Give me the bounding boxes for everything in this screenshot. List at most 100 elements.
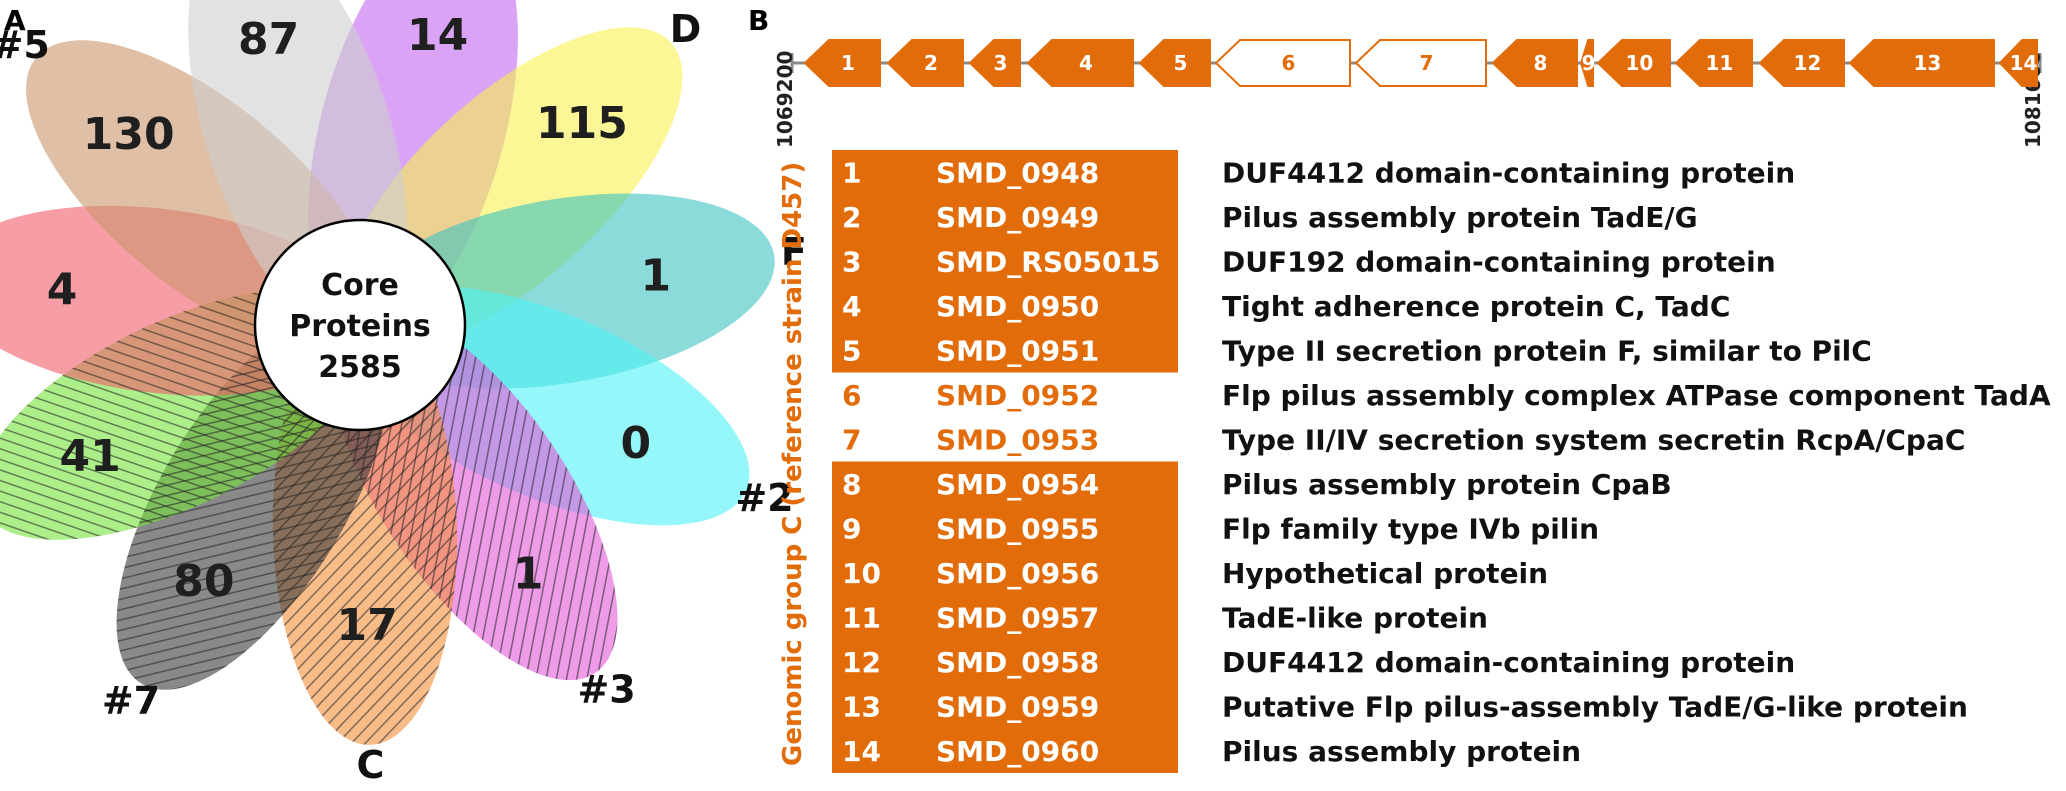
row-number: 7 [842,423,861,456]
table-row: 5 SMD_0951 Type II secretion protein F, si… [842,334,1872,367]
petal-value-C: 17 [337,600,398,651]
row-number: 8 [842,468,861,501]
row-number: 1 [842,156,861,189]
gene-arrow-label-11: 11 [1705,51,1733,75]
petal-label-D: D [670,7,702,51]
row-locus-id: SMD_0959 [936,690,1099,723]
row-locus-id: SMD_0957 [936,601,1099,634]
row-description: Pilus assembly protein [1222,735,1581,768]
row-locus-id: SMD_0950 [936,290,1099,323]
core-circle [253,218,467,432]
table-row: 10 SMD_0956 Hypothetical protein [842,557,1548,590]
row-description: Flp family type IVb pilin [1222,512,1599,545]
petal-label-#7: #7 [102,679,160,723]
row-description: TadE-like protein [1222,601,1488,634]
petal-value-#7: 80 [173,556,234,607]
row-description: Pilus assembly protein CpaB [1222,468,1672,501]
gene-arrow-label-12: 12 [1793,51,1821,75]
table-row: 11 SMD_0957 TadE-like protein [842,601,1488,634]
row-locus-id: SMD_0958 [936,646,1099,679]
gene-arrow-2 [886,39,964,87]
row-description: DUF192 domain-containing protein [1222,245,1776,278]
gene-arrow-10 [1596,39,1671,87]
table-row: 6 SMD_0952 Flp pilus assembly complex ATPa… [842,379,2051,412]
row-number: 14 [842,735,881,768]
row-number: 13 [842,690,881,723]
petal-value-#5: 130 [83,109,175,160]
row-locus-id: SMD_0952 [936,379,1099,412]
petal-value-F: 1 [641,250,672,301]
gene-arrow-label-1: 1 [841,51,855,75]
row-locus-id: SMD_0960 [936,735,1099,768]
petal-value-#2: 0 [620,418,651,469]
coord-start-label: 1069200 [773,51,797,148]
gene-arrow-12 [1758,39,1845,87]
gene-arrow-14 [1998,39,2038,87]
core-label-line1: Core [321,268,399,303]
row-description: DUF4412 domain-containing protein [1222,156,1795,189]
gene-arrow-label-7: 7 [1419,51,1433,75]
gene-arrow-label-3: 3 [993,51,1007,75]
gene-arrow-5 [1138,39,1211,87]
row-number: 9 [842,512,861,545]
table-row: 4 SMD_0950 Tight adherence protein C, TadC [842,290,1730,323]
row-description: Type II secretion protein F, similar to … [1222,334,1872,367]
row-locus-id: SMD_0953 [936,423,1099,456]
row-locus-id: SMD_0951 [936,334,1099,367]
row-locus-id: SMD_0948 [936,156,1099,189]
core-count: 2585 [318,350,402,385]
row-number: 5 [842,334,861,367]
row-description: DUF4412 domain-containing protein [1222,646,1795,679]
petal-labels-group: #4DF#2#3C#7G#6#5A [0,7,807,787]
table-block-1-5 [832,150,1178,373]
row-description: Tight adherence protein C, TadC [1222,290,1730,323]
petal-value-G: 41 [60,431,121,482]
row-number: 11 [842,601,881,634]
gene-arrow-label-5: 5 [1173,51,1187,75]
gene-arrow-7 [1354,39,1487,87]
row-number: 10 [842,557,881,590]
row-number: 2 [842,201,861,234]
row-description: Hypothetical protein [1222,557,1548,590]
row-number: 3 [842,245,861,278]
row-number: 6 [842,379,861,412]
gene-arrow-8 [1491,39,1578,87]
gene-arrow-4 [1026,39,1134,87]
gene-arrow-label-4: 4 [1079,51,1093,75]
row-locus-id: SMD_0956 [936,557,1099,590]
row-number: 4 [842,290,861,323]
gene-arrow-3 [968,39,1021,87]
gene-arrow-label-9: 9 [1582,51,1596,75]
gene-arrow-label-6: 6 [1281,51,1295,75]
gene-arrow-6 [1214,39,1351,87]
petal-label-C: C [357,743,385,787]
gene-arrow-label-10: 10 [1625,51,1653,75]
gene-arrow-13 [1848,39,1995,87]
petal-label-F: F [781,230,807,274]
row-description: Flp pilus assembly complex ATPase compon… [1222,379,2051,412]
gene-arrow-label-14: 14 [2010,51,2038,75]
gene-arrow-label-13: 13 [1913,51,1941,75]
row-description: Pilus assembly protein TadE/G [1222,201,1698,234]
petal-value-#4: 14 [407,10,468,61]
petal-value-D: 115 [536,98,628,149]
panel-a-letter: A [4,4,26,37]
panel-b-letter: B [748,4,769,37]
table-row: 9 SMD_0955 Flp family type IVb pilin [842,512,1599,545]
table-block-8-14 [832,461,1178,773]
gene-arrow-label-2: 2 [924,51,938,75]
row-description: Type II/IV secretion system secretin Rcp… [1222,423,1965,456]
table-row: 1 SMD_0948 DUF4412 domain-containing prote… [842,156,1795,189]
row-locus-id: SMD_0955 [936,512,1099,545]
